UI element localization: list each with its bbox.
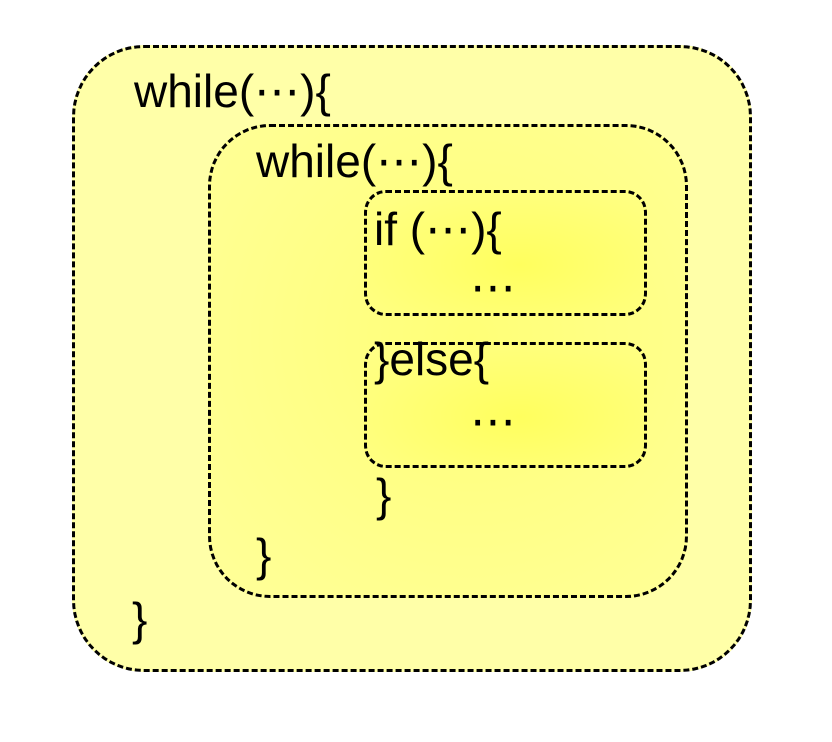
if-branch-block xyxy=(364,190,647,316)
outer-while-close-brace: } xyxy=(132,593,148,645)
if-header: if (⋯){ xyxy=(374,203,502,255)
inner-while-header: while(⋯){ xyxy=(256,135,453,187)
if-else-close-brace: } xyxy=(376,469,392,521)
inner-while-close-brace: } xyxy=(256,529,272,581)
outer-while-header: while(⋯){ xyxy=(134,65,331,117)
else-body-ellipsis: ⋯ xyxy=(470,395,516,447)
else-branch-block xyxy=(364,342,647,468)
else-header: }else{ xyxy=(374,333,490,385)
if-body-ellipsis: ⋯ xyxy=(470,261,516,313)
